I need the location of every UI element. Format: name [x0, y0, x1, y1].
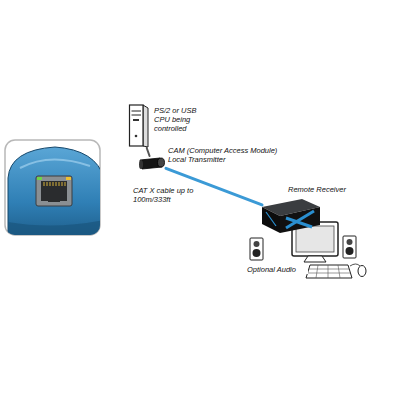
remote-receiver: Remote Receiver [262, 198, 320, 234]
audio-note: Optional Audio [246, 265, 308, 274]
keyboard [306, 265, 352, 278]
inset-panel [5, 140, 104, 240]
cable-label: CAT X cable up to 100m/333ft [132, 186, 200, 204]
node-label: CAM (Computer Access Module) Local Trans… [168, 146, 286, 164]
speaker-left [250, 238, 263, 260]
cpu-tower: PS/2 or USB CPU being controlled [128, 104, 150, 148]
receiver-icon [262, 198, 320, 234]
speaker-right [343, 236, 356, 258]
cpu-tower-icon [128, 104, 150, 148]
rj45-port [36, 176, 72, 206]
mouse [350, 264, 366, 277]
node-label: Remote Receiver [288, 185, 364, 194]
cam-transmitter: CAM (Computer Access Module) Local Trans… [138, 156, 166, 170]
cam-icon [138, 156, 166, 170]
ps2-usb-cable [147, 148, 150, 156]
node-label: PS/2 or USB CPU being controlled [154, 106, 206, 133]
